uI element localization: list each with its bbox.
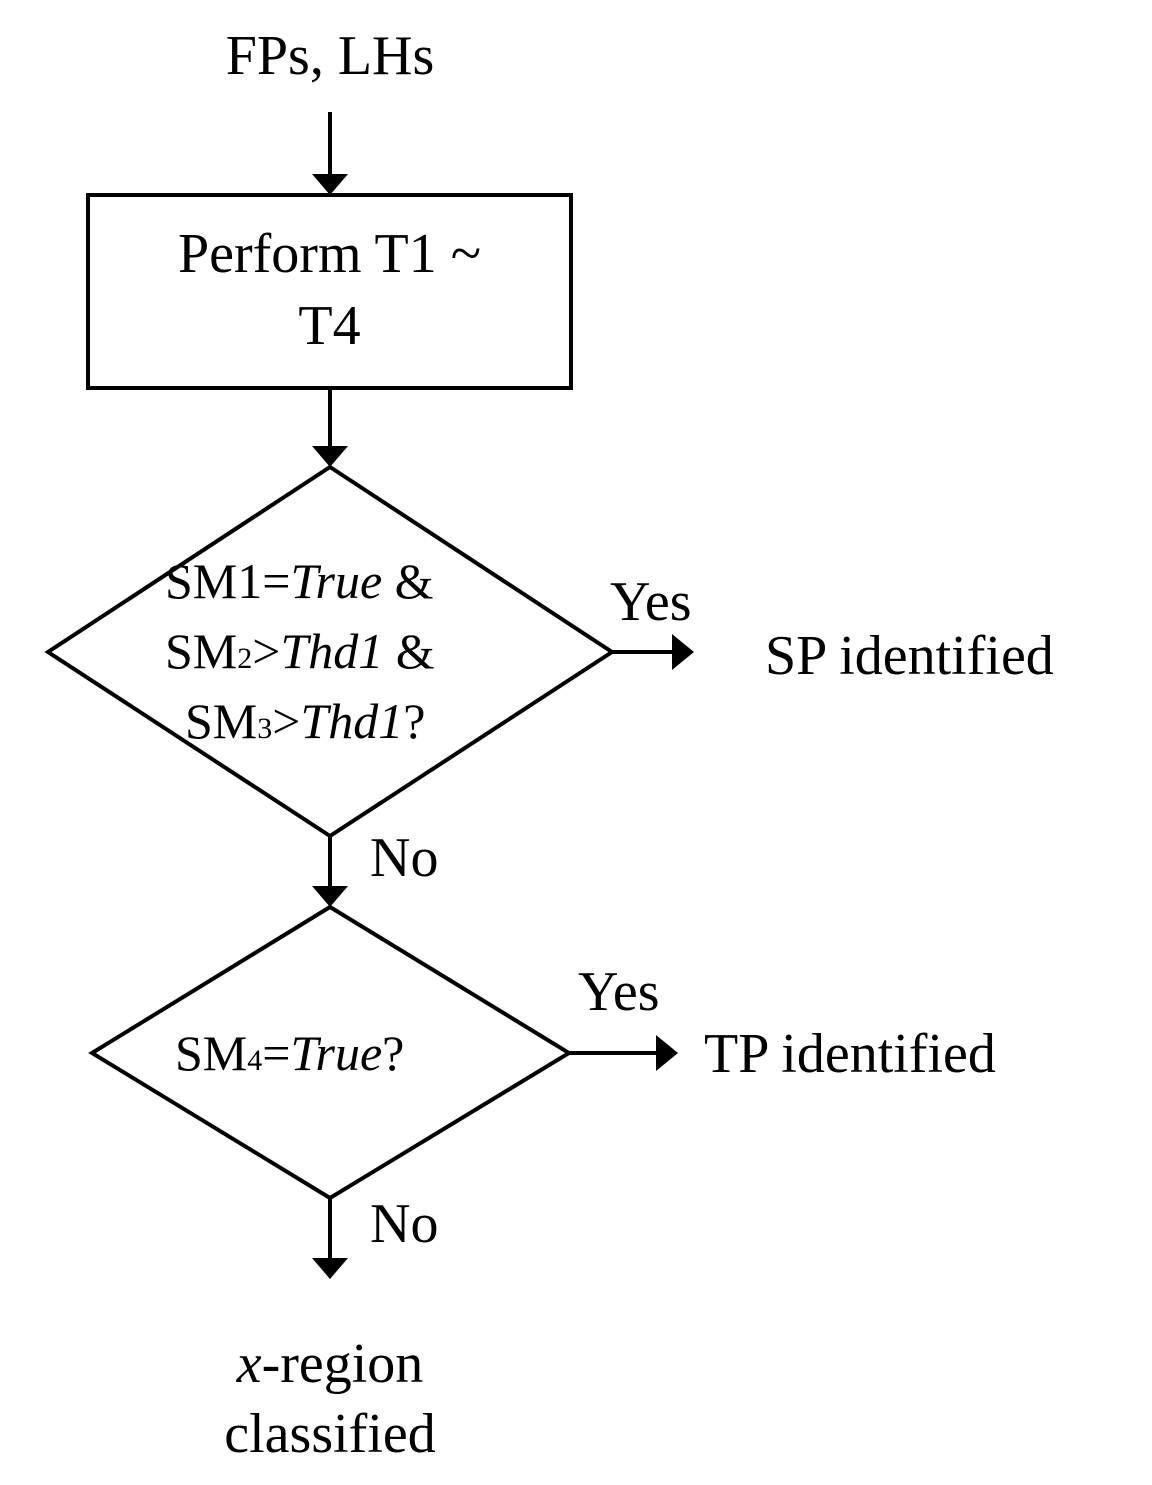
final-result-line2: classified bbox=[224, 1403, 436, 1465]
arrowhead-decision2-yes bbox=[656, 1035, 678, 1071]
arrowhead-input-to-process bbox=[312, 174, 348, 195]
input-label: FPs, LHs bbox=[225, 25, 435, 87]
process-box-line1: Perform T1 ~ bbox=[178, 223, 481, 285]
final-result-line1: x-region bbox=[236, 1333, 424, 1395]
arrowhead-decision1-no bbox=[312, 886, 348, 907]
decision1-yes-result: SP identified bbox=[765, 625, 1054, 687]
decision2-condition-line1: SM4=True? bbox=[175, 1025, 405, 1081]
arrowhead-decision2-no bbox=[312, 1258, 348, 1279]
arrowhead-process-to-decision1 bbox=[312, 446, 348, 467]
process-box-line2: T4 bbox=[298, 295, 361, 357]
decision1-condition-line2: SM2>Thd1 & bbox=[165, 623, 435, 679]
decision1-no-label: No bbox=[370, 827, 439, 889]
process-box bbox=[86, 193, 573, 390]
decision1-yes-label: Yes bbox=[610, 571, 692, 633]
decision2-yes-result: TP identified bbox=[704, 1023, 996, 1085]
decision1-condition-line1: SM1=True & bbox=[165, 553, 434, 609]
decision1-condition-line3: SM3>Thd1? bbox=[185, 693, 426, 749]
decision2-no-label: No bbox=[370, 1193, 439, 1255]
decision2-yes-label: Yes bbox=[578, 961, 660, 1023]
arrowhead-decision1-yes bbox=[672, 634, 694, 670]
